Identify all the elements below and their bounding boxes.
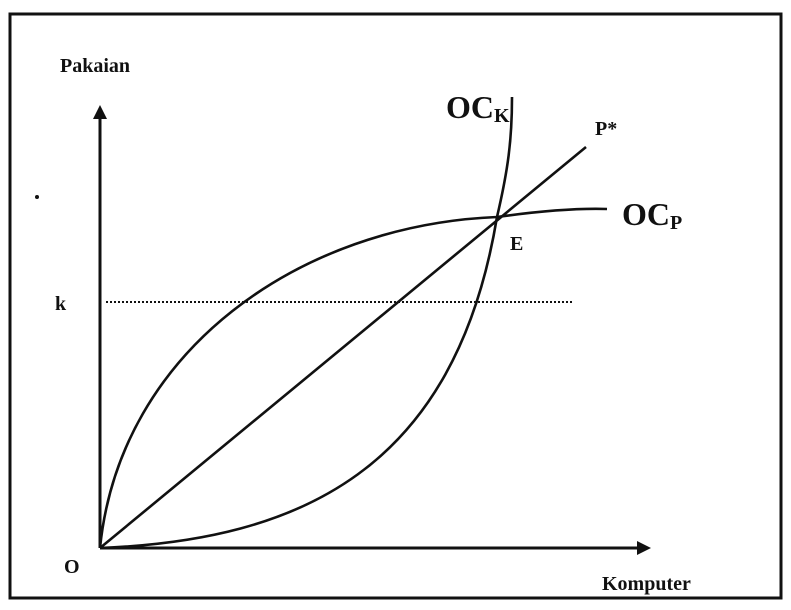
ray-p-star (99, 145, 587, 550)
origin-label: O (64, 556, 80, 578)
x-axis-label: Komputer (602, 573, 691, 595)
figure-frame (8, 12, 783, 600)
stray-dot (35, 195, 39, 199)
ray-label: P* (595, 118, 617, 140)
ock-label-main: OC (446, 89, 494, 125)
curve-ocp (98, 207, 608, 549)
ocp-label: OCP (622, 196, 682, 234)
y-axis-label: Pakaian (60, 55, 130, 77)
curve-ock (99, 96, 514, 550)
ocp-label-sub: P (670, 212, 682, 234)
ocp-label-main: OC (622, 196, 670, 232)
ock-label-sub: K (494, 105, 510, 127)
equilibrium-label: E (510, 233, 523, 255)
ock-label: OCK (446, 89, 510, 127)
k-label: k (55, 293, 67, 315)
